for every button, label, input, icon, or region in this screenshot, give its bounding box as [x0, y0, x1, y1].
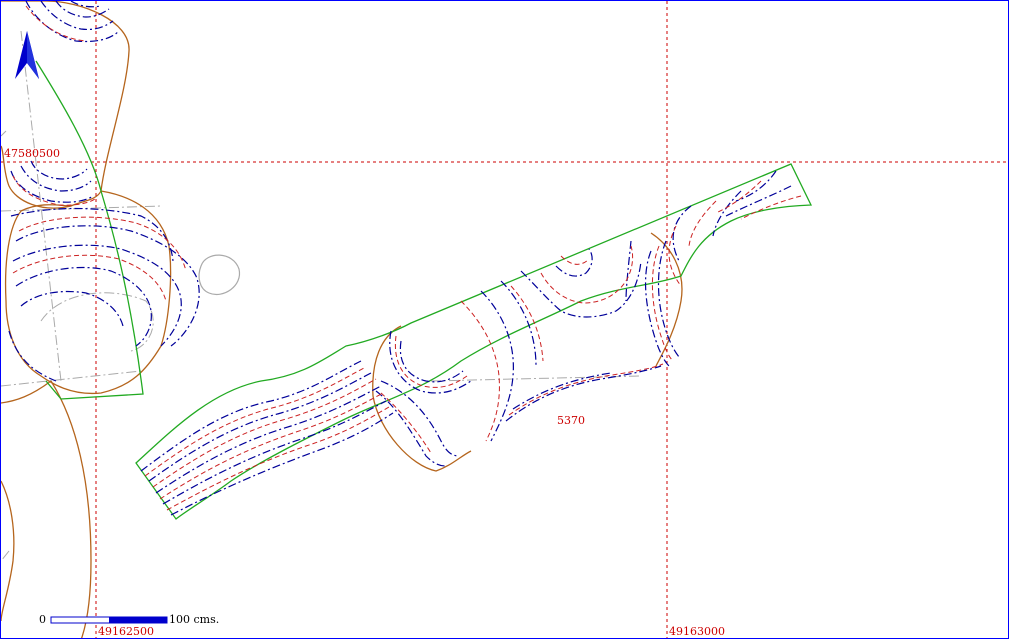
scale-bar-end-label: 100 cms. — [169, 613, 219, 626]
scale-bar: 0 100 cms. — [39, 613, 219, 626]
grid-label-x-1: 49162500 — [98, 625, 154, 638]
red-contours-left — [12, 5, 187, 302]
green-boundaries — [35, 60, 813, 520]
red-contours-strip — [144, 180, 802, 511]
brown-boundaries — [1, 1, 683, 638]
gray-circle-feature — [198, 254, 241, 295]
grid-label-y: 47580500 — [4, 147, 60, 160]
blue-contours-strip — [140, 170, 792, 516]
grid-label-x-2: 49163000 — [669, 625, 725, 638]
scale-bar-start-label: 0 — [39, 613, 46, 626]
north-arrow-icon — [15, 31, 39, 79]
contour-label: 5370 — [557, 414, 585, 427]
